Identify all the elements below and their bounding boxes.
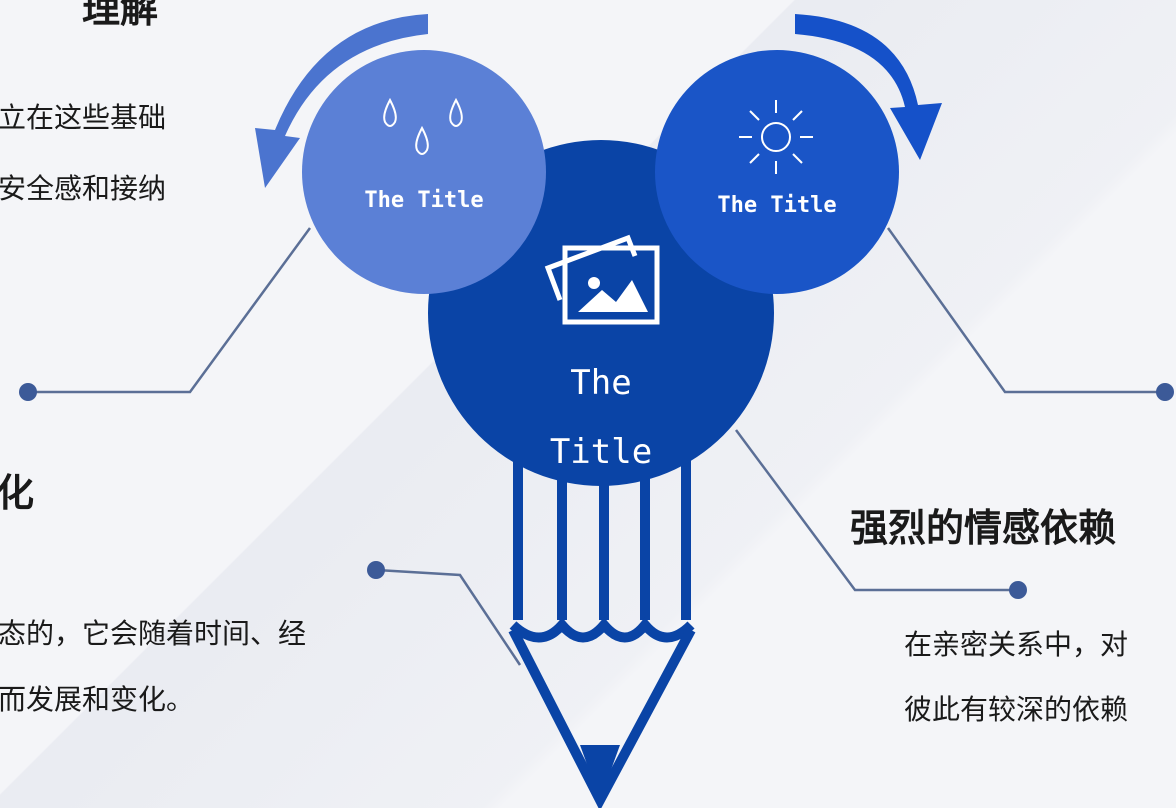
left-connector-line <box>28 227 312 394</box>
bottom-right-connector-line <box>734 429 1018 592</box>
right-connector-dot <box>1156 383 1174 401</box>
bottom-left-connector-dot <box>367 561 385 579</box>
left-bottom-heading: 化 <box>0 471 35 515</box>
left-circle <box>302 50 546 294</box>
right-bottom-heading: 强烈的情感依赖 <box>850 506 1117 550</box>
picture-icon-fill <box>578 277 648 312</box>
sun-icon <box>739 100 813 174</box>
bottom-right-connector-dot <box>1009 581 1027 599</box>
left-curve-arrow-icon <box>255 14 428 188</box>
left-bottom-line-1: 态的，它会随着时间、经 <box>0 617 307 650</box>
bottom-left-connector-line <box>375 568 522 666</box>
water-drops-icon <box>383 97 463 155</box>
pencil-lead <box>580 745 620 800</box>
left-top-line-2: 安全感和接纳 <box>0 172 167 205</box>
left-bottom-line-2: 而发展和变化。 <box>0 683 195 716</box>
picture-icon <box>544 234 660 325</box>
right-curve-arrow-icon <box>795 14 942 160</box>
right-circle-label: The Title <box>717 193 837 218</box>
center-label-line1: The <box>570 363 632 403</box>
right-bottom-line-2: 彼此有较深的依赖 <box>904 693 1129 726</box>
left-connector-dot <box>19 383 37 401</box>
left-top-heading: 理解 <box>82 0 159 31</box>
center-label-line2: Title <box>549 432 653 472</box>
right-connector-line <box>886 227 1165 394</box>
left-circle-label: The Title <box>364 188 484 213</box>
left-top-line-1: 立在这些基础 <box>0 101 167 134</box>
pencil-scallop <box>509 617 695 643</box>
right-bottom-line-1: 在亲密关系中，对 <box>904 628 1129 661</box>
